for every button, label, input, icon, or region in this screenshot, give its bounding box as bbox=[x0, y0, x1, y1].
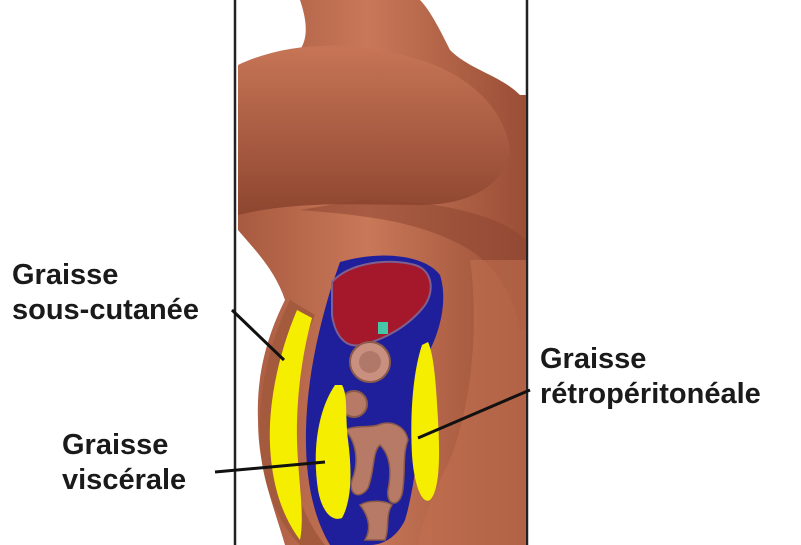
label-subcutaneous-line1: Graisse bbox=[12, 258, 199, 293]
gallbladder bbox=[378, 322, 388, 334]
label-subcutaneous-fat: Graisse sous-cutanée bbox=[12, 258, 199, 328]
label-visceral-line2: viscérale bbox=[62, 463, 186, 498]
label-retroperitoneal-line1: Graisse bbox=[540, 342, 761, 377]
label-retroperitoneal-fat: Graisse rétropéritonéale bbox=[540, 342, 761, 412]
label-visceral-line1: Graisse bbox=[62, 428, 186, 463]
label-retroperitoneal-line2: rétropéritonéale bbox=[540, 377, 761, 412]
label-subcutaneous-line2: sous-cutanée bbox=[12, 293, 199, 328]
label-visceral-fat: Graisse viscérale bbox=[62, 428, 186, 498]
stomach-inner bbox=[359, 351, 381, 373]
